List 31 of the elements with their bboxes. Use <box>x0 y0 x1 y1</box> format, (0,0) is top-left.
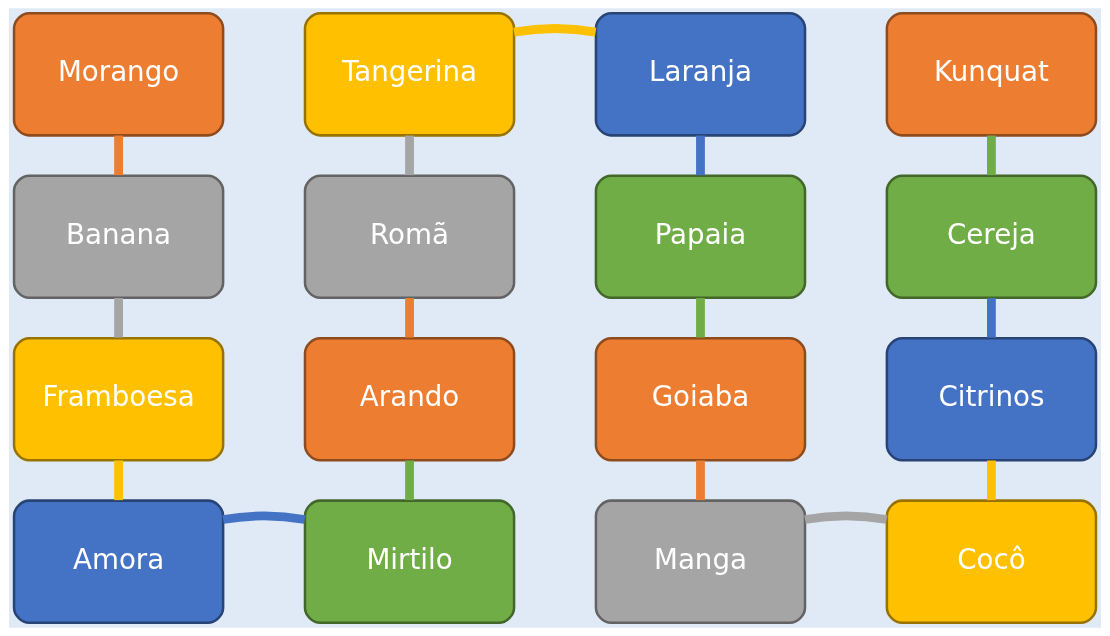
node-box: Romã <box>303 174 516 300</box>
connector <box>405 460 414 501</box>
connector <box>696 298 705 338</box>
node-box: Citrinos <box>885 336 1098 462</box>
connector <box>513 24 597 37</box>
node-box: Framboesa <box>12 336 225 462</box>
node-box: Mirtilo <box>303 499 516 625</box>
connector <box>696 460 705 501</box>
node-box: Goiaba <box>594 336 807 462</box>
node-box: Cereja <box>885 174 1098 300</box>
connector <box>987 135 996 176</box>
connector <box>222 511 306 524</box>
connector <box>114 135 123 176</box>
connector <box>987 298 996 338</box>
node-box: Morango <box>12 11 225 137</box>
connector <box>987 460 996 501</box>
connector <box>114 298 123 338</box>
node-box: Amora <box>12 499 225 625</box>
node-box: Cocô <box>885 499 1098 625</box>
node-box: Papaia <box>594 174 807 300</box>
connector <box>696 135 705 176</box>
node-box: Tangerina <box>303 11 516 137</box>
node-box: Manga <box>594 499 807 625</box>
connector <box>405 135 414 176</box>
connector <box>114 460 123 501</box>
node-box: Kunquat <box>885 11 1098 137</box>
connector <box>405 298 414 338</box>
node-box: Laranja <box>594 11 807 137</box>
connector <box>804 511 888 524</box>
node-box: Arando <box>303 336 516 462</box>
node-box: Banana <box>12 174 225 300</box>
